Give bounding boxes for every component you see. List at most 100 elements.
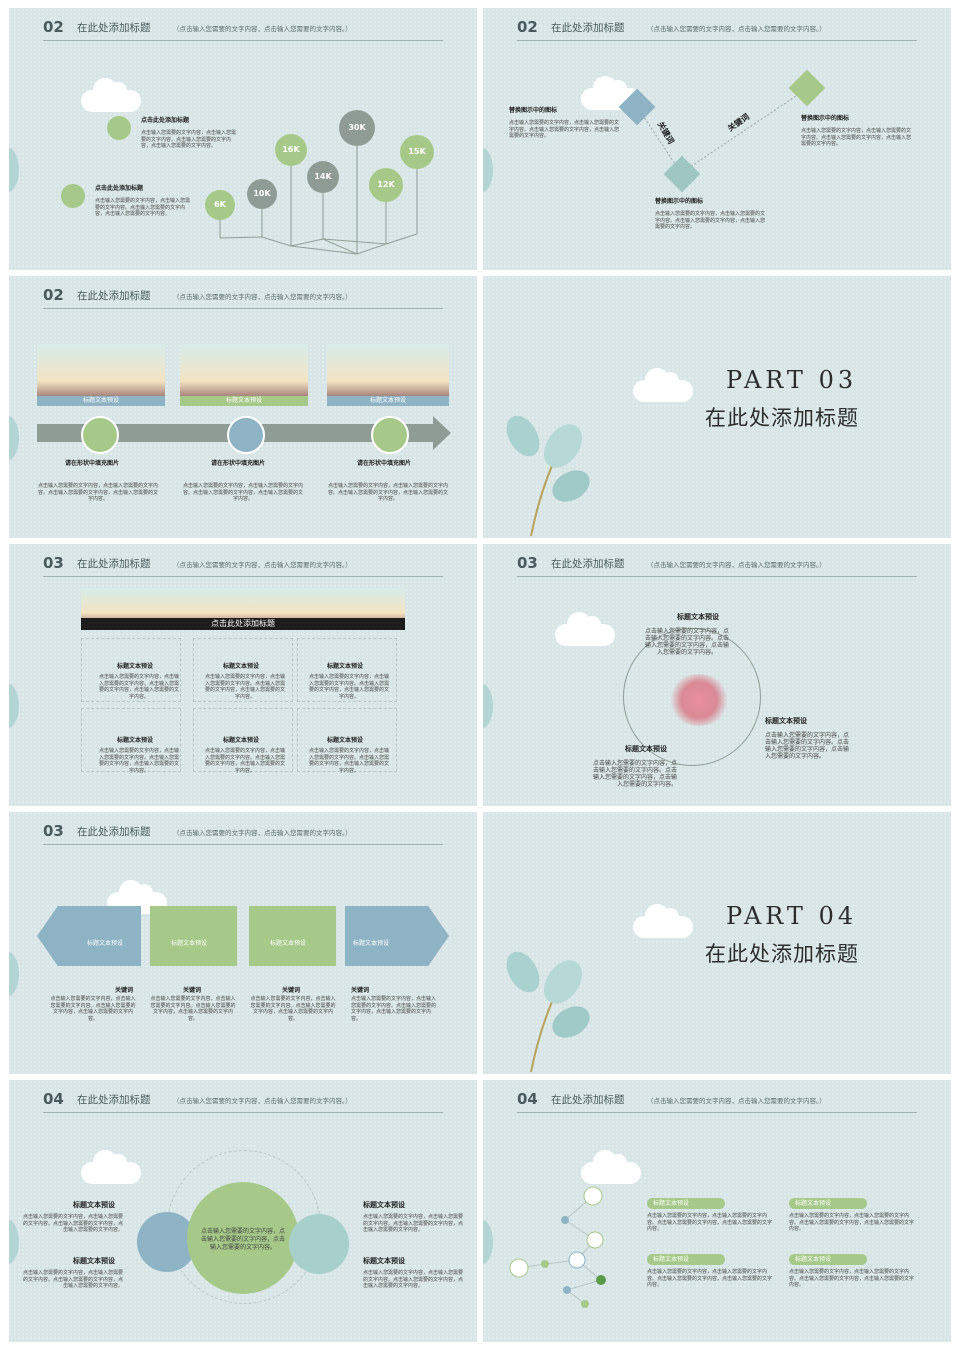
arrow-box-right <box>345 906 449 966</box>
tag-label: 标题文本预设 <box>647 1198 725 1209</box>
section-title: 在此处添加标题 <box>77 1094 151 1106</box>
item-title: 标题文本预设 <box>625 745 667 753</box>
section-title: 在此处添加标题 <box>77 290 151 302</box>
pin-12k: 12K <box>369 168 403 202</box>
photo-caption: 标题文本预设 <box>37 396 165 406</box>
box-label: 标题文本预设 <box>353 940 390 947</box>
tag-label: 标题文本预设 <box>789 1254 867 1265</box>
slide-header: 04 在此处添加标题 （点击输入您需要的文字内容，点击输入您需要的文字内容。） <box>517 1090 917 1113</box>
keyword-text: 点击输入您需要的文字内容，点击输入您需要的文字内容。点击输入您需要的文字内容，点… <box>50 996 136 1022</box>
bullet-icon <box>107 116 131 140</box>
box-label: 标题文本预设 <box>270 940 307 947</box>
part-title: 在此处添加标题 <box>705 406 859 430</box>
item-title: 标题文本预设 <box>677 613 719 621</box>
grid-cell <box>193 638 293 702</box>
photo-card: 标题文本预设 <box>37 344 165 406</box>
step-title: 请在形状中填充图片 <box>357 460 412 467</box>
cell-text: 点击输入您需要的文字内容，点击输入您需要的文字内容。点击输入您需要的文字内容，点… <box>205 674 286 700</box>
keyword-text: 点击输入您需要的文字内容，点击输入您需要的文字内容。点击输入您需要的文字内容，点… <box>150 996 236 1022</box>
item-title: 替换图示中的图标 <box>655 198 704 205</box>
arrow-head <box>433 416 451 450</box>
slide-header: 03 在此处添加标题 （点击输入您需要的文字内容，点击输入您需要的文字内容。） <box>43 822 443 845</box>
keyword-text: 点击输入您需要的文字内容，点击输入您需要的文字内容。点击输入您需要的文字内容，点… <box>250 996 336 1022</box>
slide-2: 02 在此处添加标题 （点击输入您需要的文字内容，点击输入您需要的文字内容。） … <box>483 8 951 270</box>
cell-title: 标题文本预设 <box>327 737 364 744</box>
item-title: 标题文本预设 <box>73 1201 115 1209</box>
item-text: 点击输入您需要的文字内容，点击输入您需要的文字内容。点击输入您需要的文字内容，点… <box>509 120 620 139</box>
item-text: 点击输入您需要的文字内容，点击输入您需要的文字内容。点击输入您需要的文字内容，点… <box>95 198 191 217</box>
pin-16k: 16K <box>275 134 307 166</box>
leaf-decoration <box>483 1220 493 1264</box>
section-subtitle: （点击输入您需要的文字内容，点击输入您需要的文字内容。） <box>173 25 352 33</box>
cloud-decoration <box>555 612 615 646</box>
section-title: 在此处添加标题 <box>551 1094 625 1106</box>
cell-text: 点击输入您需要的文字内容，点击输入您需要的文字内容。点击输入您需要的文字内容，点… <box>205 748 286 774</box>
slide-6: 03 在此处添加标题 （点击输入您需要的文字内容，点击输入您需要的文字内容。） … <box>483 544 951 806</box>
step-title: 请在形状中填充图片 <box>65 460 120 467</box>
item-text: 点击输入您需要的文字内容，点击输入您需要的文字内容。点击输入您需要的文字内容，点… <box>141 130 237 149</box>
ring <box>623 628 761 766</box>
grid-cell <box>297 708 397 772</box>
item-title: 标题文本预设 <box>363 1201 405 1209</box>
section-title: 在此处添加标题 <box>551 22 625 34</box>
item-text: 点击输入您需要的文字内容，点击输入您需要的文字内容。点击输入您需要的文字内容，点… <box>23 1214 124 1233</box>
cell-title: 标题文本预设 <box>117 663 154 670</box>
cloud-decoration <box>633 368 693 402</box>
cell-text: 点击输入您需要的文字内容，点击输入您需要的文字内容。点击输入您需要的文字内容，点… <box>309 674 390 700</box>
section-subtitle: （点击输入您需要的文字内容，点击输入您需要的文字内容。） <box>173 1097 352 1105</box>
item-title: 标题文本预设 <box>765 717 807 725</box>
step-icon <box>81 416 119 454</box>
grid-cell <box>81 638 181 702</box>
slide-header: 03 在此处添加标题 （点击输入您需要的文字内容，点击输入您需要的文字内容。） <box>517 554 917 577</box>
step-icon <box>227 416 265 454</box>
section-number: 04 <box>43 1090 64 1108</box>
keyword-label: 关键词 <box>351 987 370 994</box>
section-title: 在此处添加标题 <box>551 558 625 570</box>
leaf-decoration <box>9 148 19 192</box>
section-number: 03 <box>517 554 538 572</box>
leaf-branch <box>506 951 590 1073</box>
item-title: 点击此处添加标题 <box>141 117 190 124</box>
leaf-decoration <box>483 148 493 192</box>
part-title: 在此处添加标题 <box>705 942 859 966</box>
item-title: 替换图示中的图标 <box>509 107 558 114</box>
slide-header: 03 在此处添加标题 （点击输入您需要的文字内容，点击输入您需要的文字内容。） <box>43 554 443 577</box>
section-number: 03 <box>43 554 64 572</box>
bullet-icon <box>61 184 85 208</box>
leaf-decoration <box>9 1220 19 1264</box>
grid-cell <box>193 708 293 772</box>
cloud-decoration <box>81 78 141 112</box>
grid-cell <box>81 708 181 772</box>
section-subtitle: （点击输入您需要的文字内容，点击输入您需要的文字内容。） <box>173 829 352 837</box>
section-subtitle: （点击输入您需要的文字内容，点击输入您需要的文字内容。） <box>173 561 352 569</box>
tag-label: 标题文本预设 <box>789 1198 867 1209</box>
section-subtitle: （点击输入您需要的文字内容，点击输入您需要的文字内容。） <box>173 293 352 301</box>
cell-title: 标题文本预设 <box>223 663 260 670</box>
item-text: 点击输入您需要的文字内容，点击输入您需要的文字内容。点击输入您需要的文字内容，点… <box>645 628 730 656</box>
tag-text: 点击输入您需要的文字内容，点击输入您需要的文字内容。点击输入您需要的文字内容，点… <box>647 1269 773 1288</box>
section-subtitle: （点击输入您需要的文字内容，点击输入您需要的文字内容。） <box>647 25 826 33</box>
item-text: 点击输入您需要的文字内容，点击输入您需要的文字内容。点击输入您需要的文字内容，点… <box>801 128 912 147</box>
keyword-label: 关键词 <box>115 987 134 994</box>
pin-14k: 14K <box>307 161 339 193</box>
leaf-decoration <box>9 416 19 460</box>
part-label: PART 04 <box>726 902 858 930</box>
slide-10: 04 在此处添加标题 （点击输入您需要的文字内容，点击输入您需要的文字内容。） … <box>483 1080 951 1342</box>
tag-text: 点击输入您需要的文字内容，点击输入您需要的文字内容。点击输入您需要的文字内容，点… <box>647 1213 773 1232</box>
keyword-label: 关键词 <box>282 987 301 994</box>
section-number: 02 <box>43 18 64 36</box>
item-text: 点击输入您需要的文字内容，点击输入您需要的文字内容。点击输入您需要的文字内容，点… <box>593 760 678 788</box>
section-number: 03 <box>43 822 64 840</box>
part-label: PART 03 <box>726 366 858 394</box>
step-text: 点击输入您需要的文字内容，点击输入您需要的文字内容。点击输入您需要的文字内容，点… <box>182 483 303 502</box>
leaf-decoration <box>483 684 493 728</box>
feature-box <box>150 906 237 966</box>
feature-box <box>249 906 336 966</box>
pin-network <box>219 143 418 255</box>
slide-5: 03 在此处添加标题 （点击输入您需要的文字内容，点击输入您需要的文字内容。） … <box>9 544 477 806</box>
box-label: 标题文本预设 <box>87 940 124 947</box>
cell-title: 标题文本预设 <box>117 737 154 744</box>
section-subtitle: （点击输入您需要的文字内容，点击输入您需要的文字内容。） <box>647 561 826 569</box>
pin-30k: 30K <box>339 110 375 146</box>
slide-8: PART 04 在此处添加标题 <box>483 812 951 1074</box>
